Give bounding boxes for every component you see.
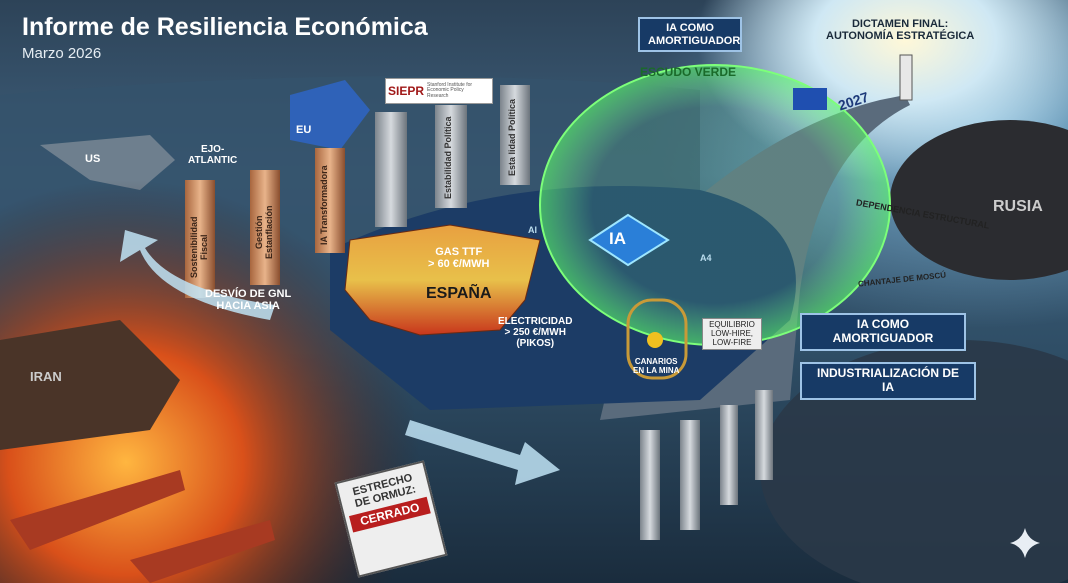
storm-cloud bbox=[760, 340, 1068, 583]
siepr-text: Stanford Institute for Economic Policy R… bbox=[427, 81, 473, 99]
siepr-mark: SIEPR bbox=[388, 84, 425, 98]
page-subtitle: Marzo 2026 bbox=[22, 45, 102, 62]
label-espana: ESPAÑA bbox=[426, 285, 492, 302]
sparkle-icon bbox=[1010, 528, 1040, 558]
pillar-cracked bbox=[375, 112, 407, 227]
arrow-lng-asia bbox=[120, 230, 275, 320]
pillar-label: Estabilidad Política bbox=[443, 116, 453, 199]
label-escudo-verde: ESCUDO VERDE bbox=[640, 65, 737, 79]
siepr-logo: SIEPR Stanford Institute for Economic Po… bbox=[385, 78, 493, 104]
tanker-ship bbox=[10, 470, 185, 550]
arrow-hormuz bbox=[405, 420, 560, 485]
label-eu: EU bbox=[296, 124, 312, 136]
label-canarios: CANARIOS EN LA MINA bbox=[633, 357, 680, 375]
label-ia-chip: IA bbox=[609, 229, 626, 248]
north-america-land bbox=[40, 135, 175, 190]
eu-flag bbox=[793, 88, 827, 110]
pillar-label: Gestión Estanflación bbox=[254, 205, 274, 260]
canary-bird bbox=[647, 332, 663, 348]
iran-land bbox=[0, 320, 180, 450]
support-columns bbox=[640, 390, 773, 540]
spain-map bbox=[344, 224, 541, 336]
label-gas-ttf: GAS TTF > 60 €/MWh bbox=[428, 246, 490, 271]
label-rusia: RUSIA bbox=[993, 198, 1043, 215]
label-electricidad: ELECTRICIDAD > 250 €/MWh (PIKOS) bbox=[498, 316, 573, 349]
label-iran: IRAN bbox=[30, 369, 62, 384]
label-a4: A4 bbox=[700, 253, 712, 263]
lighthouse bbox=[899, 54, 913, 101]
pillar-label: IA Transformadora bbox=[319, 165, 329, 245]
label-us: US bbox=[85, 153, 101, 165]
label-ai: AI bbox=[528, 225, 537, 235]
tanker-ship-2 bbox=[130, 520, 275, 583]
pillar-estabilidad-1 bbox=[435, 105, 467, 208]
callout-ia-amortiguador-right: IA COMO AMORTIGUADOR bbox=[800, 313, 966, 351]
canary-cage bbox=[626, 298, 688, 380]
pillar-label: Sostenibilidad Fiscal bbox=[189, 216, 209, 279]
label-equilibrio: EQUILIBRIO LOW-HIRE, LOW-FIRE bbox=[702, 318, 762, 351]
label-desvio-gnl: DESVÍO DE GNL HACIA ASIA bbox=[205, 288, 292, 313]
pillar-estabilidad-2 bbox=[500, 85, 530, 185]
russia-cloud bbox=[890, 120, 1068, 280]
page-title: Informe de Resiliencia Económica bbox=[22, 13, 428, 41]
pillar-label: Esta lidad Política bbox=[507, 98, 517, 177]
green-shield-dome bbox=[539, 64, 891, 346]
label-dictamen-final: DICTAMEN FINAL: AUTONOMÍA ESTRATÉGICA bbox=[826, 18, 975, 43]
callout-industrializacion: INDUSTRIALIZACIÓN DE IA bbox=[800, 362, 976, 400]
europe-land bbox=[290, 80, 370, 150]
pillar-estanflacion bbox=[250, 170, 280, 285]
ia-chip bbox=[588, 213, 670, 267]
label-eje-atlantico: EJO- ATLANTIC bbox=[188, 144, 238, 166]
callout-ia-amortiguador-top: IA COMO AMORTIGUADOR bbox=[638, 17, 742, 53]
pillar-ia-transformadora bbox=[315, 148, 345, 253]
pillar-sostenibilidad bbox=[185, 180, 215, 298]
